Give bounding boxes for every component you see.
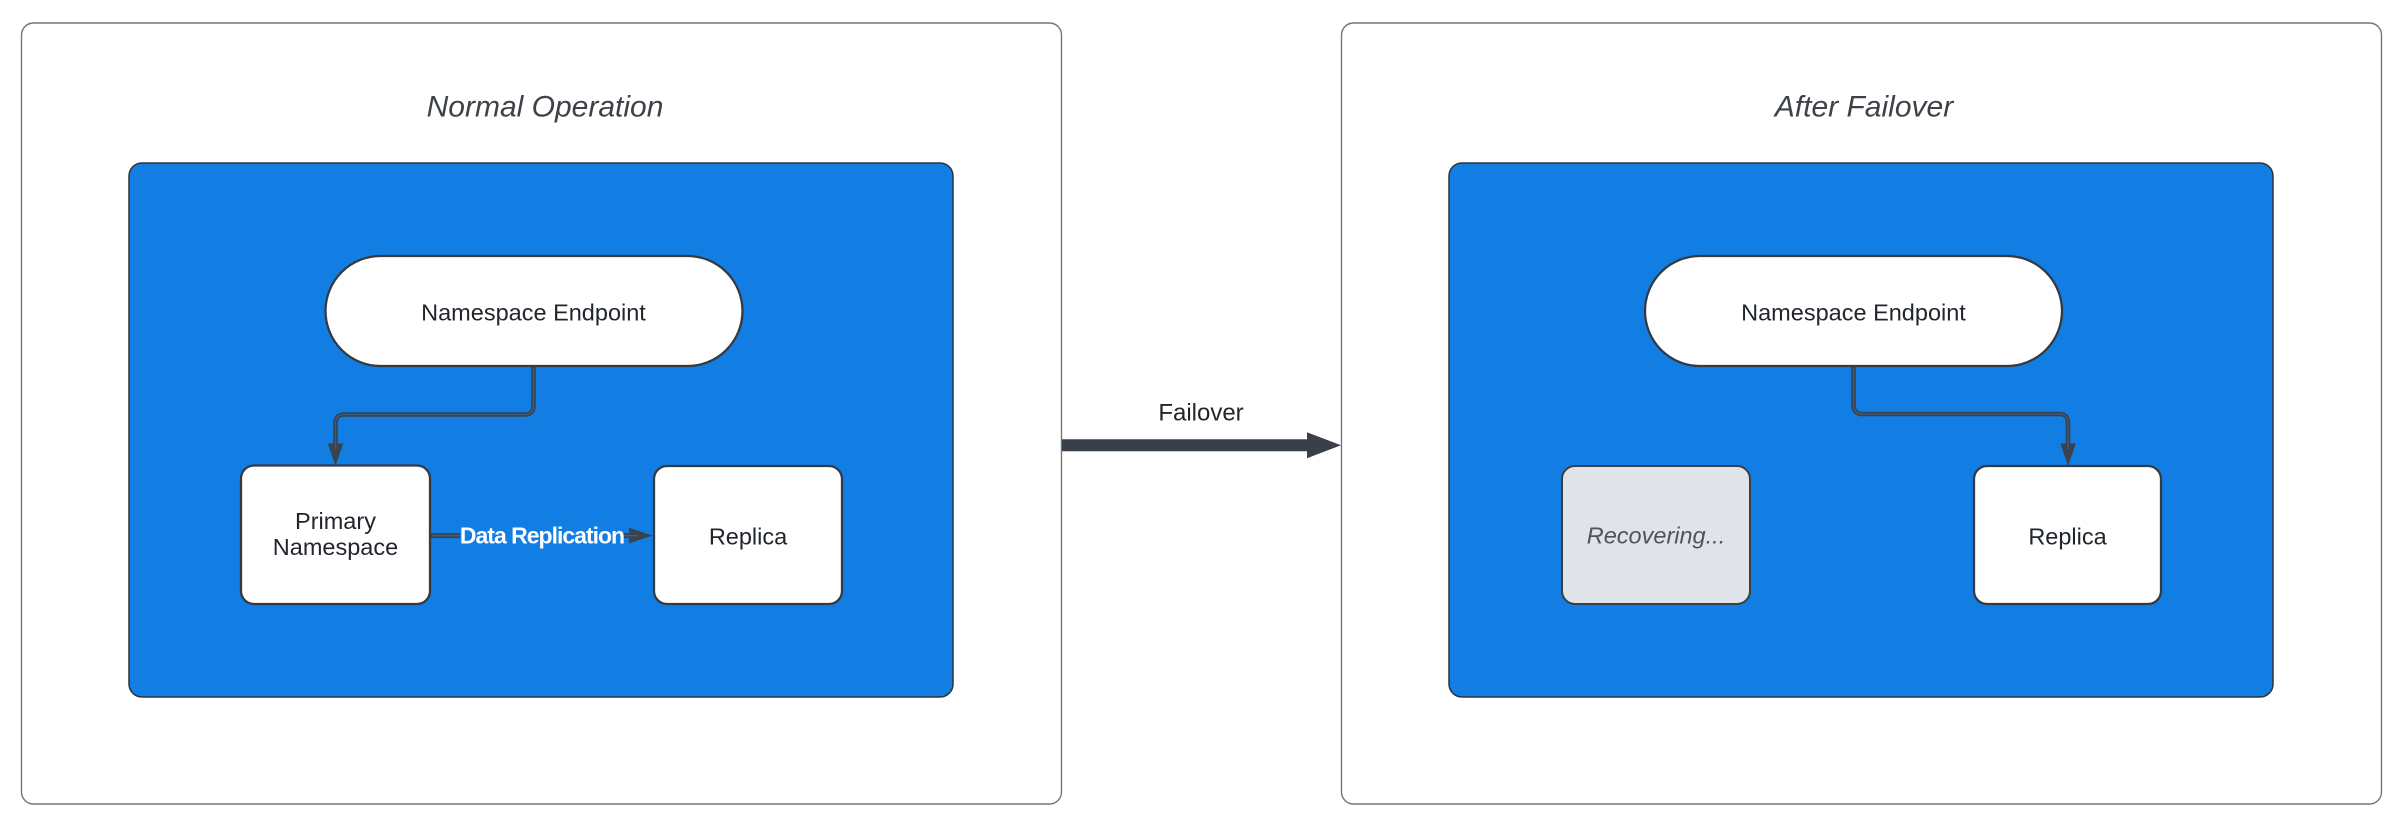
- svg-text:Normal Operation: Normal Operation: [427, 91, 664, 124]
- svg-text:After Failover: After Failover: [1773, 91, 1954, 124]
- svg-text:Data Replication: Data Replication: [460, 523, 624, 549]
- svg-text:Namespace Endpoint: Namespace Endpoint: [421, 300, 646, 326]
- svg-text:Recovering...: Recovering...: [1587, 523, 1725, 549]
- svg-text:Primary: Primary: [295, 508, 376, 534]
- svg-text:Replica: Replica: [2028, 524, 2107, 550]
- svg-text:Replica: Replica: [709, 524, 788, 550]
- svg-text:Namespace Endpoint: Namespace Endpoint: [1741, 300, 1966, 326]
- svg-text:Failover: Failover: [1158, 400, 1243, 427]
- svg-text:Namespace: Namespace: [273, 534, 398, 560]
